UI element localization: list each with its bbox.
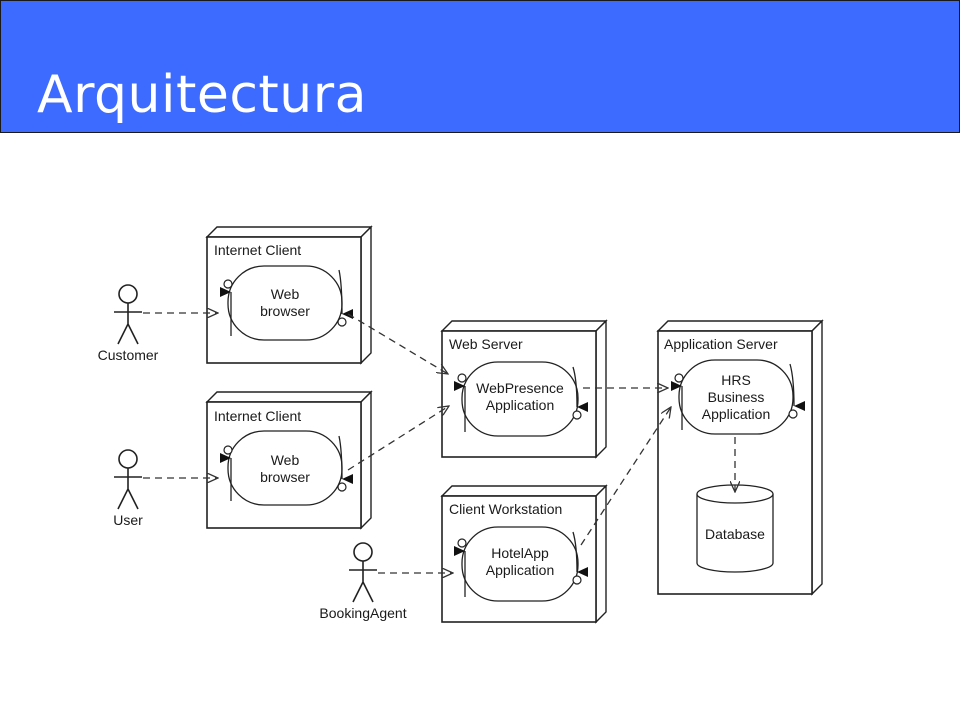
- component-hotelapp-application: HotelApp Application: [457, 526, 582, 602]
- component-label: browser: [260, 469, 310, 485]
- database-label: Database: [705, 526, 765, 542]
- port-icon: [572, 575, 582, 585]
- node-title: Application Server: [664, 336, 778, 352]
- actor-label: Customer: [98, 347, 159, 363]
- actor-stick-figure-icon: [118, 449, 138, 469]
- node-web-server: Web Server WebPresence Application: [440, 319, 608, 459]
- port-icon: [457, 373, 467, 383]
- port-icon: [788, 409, 798, 419]
- node-title: Internet Client: [214, 408, 301, 424]
- port-icon: [572, 410, 582, 420]
- actor-user: User: [113, 449, 143, 528]
- node-internet-client-1: Internet Client Web browser: [205, 225, 373, 365]
- port-icon: [337, 317, 347, 327]
- component-label: Application: [702, 406, 771, 422]
- component-label: HRS: [721, 372, 751, 388]
- port-icon: [457, 538, 467, 548]
- component-label: Web: [271, 286, 300, 302]
- node-client-workstation: Client Workstation HotelApp Application: [440, 484, 608, 624]
- port-icon: [337, 482, 347, 492]
- component-label: Application: [486, 397, 555, 413]
- component-label: HotelApp: [491, 545, 549, 561]
- component-flow-arrows: [220, 269, 806, 597]
- actor-label: BookingAgent: [319, 605, 406, 621]
- node-title: Client Workstation: [449, 501, 562, 517]
- database-cylinder-icon: Database: [696, 484, 774, 573]
- dependency-arrows: [143, 313, 735, 573]
- component-web-browser-2: Web browser: [223, 430, 347, 506]
- slide-title: Arquitectura: [37, 65, 368, 125]
- slide-header: Arquitectura: [0, 0, 960, 133]
- actor-stick-figure-icon: [118, 284, 138, 304]
- node-title: Internet Client: [214, 242, 301, 258]
- component-hrs-business-application: HRS Business Application: [674, 359, 798, 435]
- port-icon: [223, 445, 233, 455]
- component-label: Web: [271, 452, 300, 468]
- component-label: WebPresence: [476, 380, 564, 396]
- node-title: Web Server: [449, 336, 523, 352]
- component-web-browser-1: Web browser: [223, 265, 347, 341]
- port-icon: [674, 373, 684, 383]
- actor-label: User: [113, 512, 143, 528]
- port-icon: [223, 279, 233, 289]
- node-internet-client-2: Internet Client Web browser: [205, 390, 373, 530]
- actor-customer: Customer: [98, 284, 159, 363]
- component-label: Application: [486, 562, 555, 578]
- actor-stick-figure-icon: [353, 542, 373, 562]
- node-application-server: Application Server HRS Business Applicat…: [656, 319, 824, 596]
- component-label: Business: [708, 389, 765, 405]
- actor-booking-agent: BookingAgent: [319, 542, 407, 621]
- component-label: browser: [260, 303, 310, 319]
- component-webpresence-application: WebPresence Application: [457, 361, 582, 437]
